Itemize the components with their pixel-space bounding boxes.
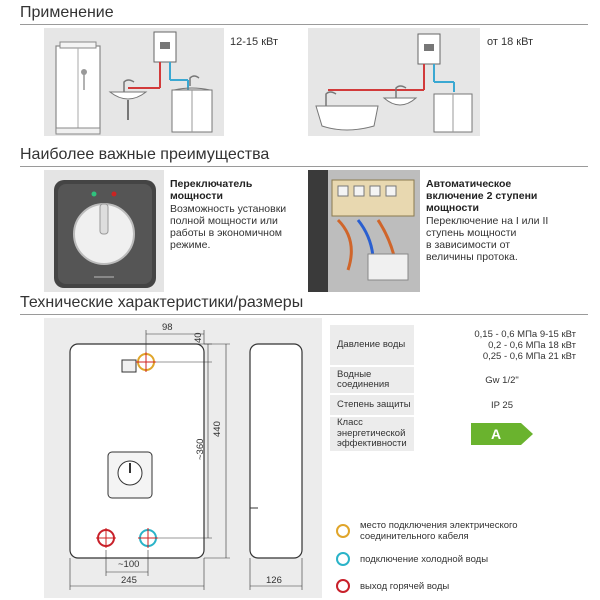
spec-value: Gw 1/2" [485, 374, 519, 386]
dimension-98: 98 [162, 322, 173, 333]
dimension-drawing-svg [69, 330, 303, 590]
heater-internals-photo [308, 170, 420, 292]
hot-water-icon [336, 579, 350, 593]
spec-name: Водные соединения [330, 367, 414, 393]
auto-switch-title: Автоматическое включение 2 ступени мощно… [426, 178, 538, 214]
auto-switch-description: Переключение на I или II ступень мощност… [426, 215, 549, 263]
spec-row-protection: Степень защиты IP 25 [330, 395, 588, 415]
switch-title: Переключатель мощности [170, 178, 253, 202]
bathtub-sink-illustration [315, 33, 473, 133]
application-panel-right [308, 28, 480, 136]
dimension-440: 440 [212, 421, 223, 437]
power-switch-photo [44, 170, 164, 292]
electric-connection-icon [336, 524, 350, 538]
section-title-specs: Технические характеристики/размеры [20, 294, 304, 311]
power-label-left: 12-15 кВт [230, 36, 279, 48]
dimension-100: ~100 [118, 559, 140, 570]
legend-item-electric: место подключения электрического соедини… [336, 520, 518, 542]
dimension-126: 126 [266, 575, 282, 586]
spec-name: Класс энергетической эффективности [330, 417, 414, 451]
spec-row-connections: Водные соединения Gw 1/2" [330, 367, 588, 393]
dimension-drawing [44, 318, 322, 598]
energy-class-letter: A [491, 426, 501, 442]
energy-class-arrow [471, 423, 533, 445]
dimension-360: ~360 [195, 438, 206, 460]
spec-name: Степень защиты [330, 395, 414, 415]
power-label-right: от 18 кВт [487, 36, 534, 48]
cold-water-icon [336, 552, 350, 566]
heater-internals-image [308, 170, 420, 292]
section-divider [20, 314, 588, 315]
shower-sink-illustration [55, 31, 213, 135]
switch-description: Возможность установки полной мощности ил… [170, 203, 287, 251]
section-divider [20, 24, 588, 25]
application-panel-left [44, 28, 224, 136]
spec-value: IP 25 [490, 399, 513, 411]
spec-name: Давление воды [330, 325, 414, 365]
dimension-40: 40 [193, 332, 204, 343]
section-divider [20, 166, 588, 167]
spec-value: 0,15 - 0,6 МПа 9-15 кВт 0,2 - 0,6 МПа 18… [474, 328, 576, 362]
legend-label: место подключения электрического соедини… [360, 520, 518, 542]
energy-class-badge: A [471, 423, 533, 445]
dimension-245: 245 [121, 575, 137, 586]
spec-row-energy: Класс энергетической эффективности A [330, 417, 588, 451]
spec-value: A [416, 417, 588, 451]
legend-label: подключение холодной воды [360, 553, 489, 565]
legend-item-cold-water: подключение холодной воды [336, 552, 488, 566]
section-title-application: Применение [20, 4, 114, 21]
legend-label: выход горячей воды [360, 580, 450, 592]
power-switch-image [54, 180, 156, 288]
legend-item-hot-water: выход горячей воды [336, 579, 449, 593]
section-title-advantages: Наиболее важные преимущества [20, 146, 270, 163]
spec-row-pressure: Давление воды 0,15 - 0,6 МПа 9-15 кВт 0,… [330, 325, 588, 365]
